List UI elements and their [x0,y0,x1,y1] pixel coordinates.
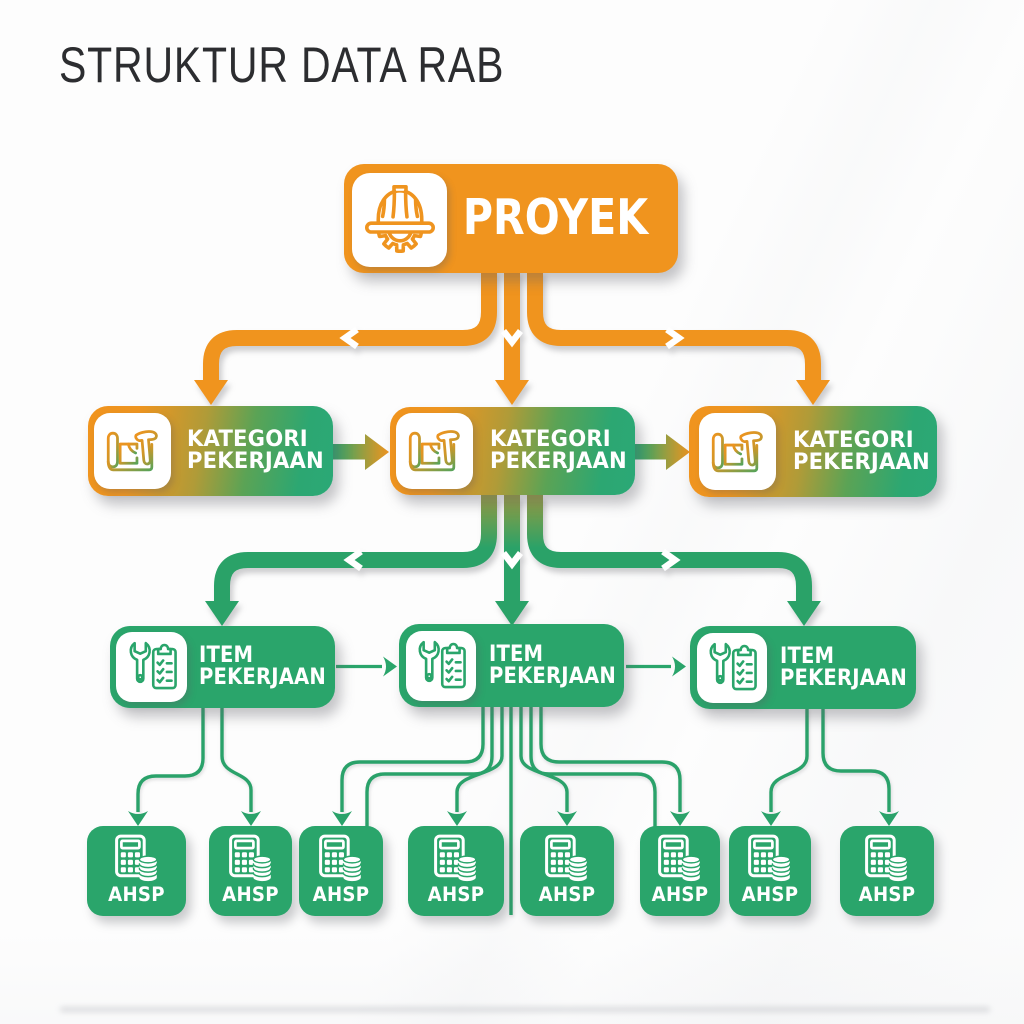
wrench-clipboard-icon [406,631,476,701]
node-ahsp-3[interactable]: AHSP [299,826,383,916]
node-ahsp-4[interactable]: AHSP [408,826,504,916]
helmet-gear-icon [352,173,447,267]
node-proyek[interactable]: PROYEK [344,164,678,273]
connector-kategori2-to-kategori3 [635,434,690,470]
node-kategori-2-line1: KATEGORI [490,427,611,452]
calculator-coins-icon [740,833,800,890]
calculator-coins-icon [221,833,281,890]
node-ahsp-6[interactable]: AHSP [640,826,720,916]
connector-ahsp-arrowheads [128,811,899,826]
node-ahsp-1[interactable]: AHSP [87,826,186,916]
node-kategori-1-line1: KATEGORI [187,427,308,452]
calculator-coins-icon [537,833,597,890]
node-item-3-line1: ITEM [780,643,835,669]
node-ahsp-5[interactable]: AHSP [520,826,614,916]
calculator-coins-icon [857,833,917,890]
node-item-1-line1: ITEM [199,643,254,668]
wrench-clipboard-icon [116,632,187,702]
connector-kategori-to-item [205,495,821,626]
node-ahsp-1-label: AHSP [108,883,165,906]
connector-item1-to-item2 [336,656,397,677]
node-ahsp-4-label: AHSP [427,883,485,906]
node-item-3-line2: PEKERJAAN [780,665,907,691]
blueprint-hammer-icon [396,413,473,489]
calculator-coins-icon [311,833,371,890]
node-kategori-1-line2: PEKERJAAN [187,449,324,474]
node-ahsp-5-label: AHSP [538,883,596,906]
node-item-1-line2: PEKERJAAN [199,665,326,690]
node-kategori-3-line1: KATEGORI [793,427,914,453]
node-ahsp-8[interactable]: AHSP [840,826,934,916]
wrench-clipboard-icon [697,633,767,703]
connector-kategori1-to-kategori2 [333,434,389,470]
page-title: STRUKTUR DATA RAB [59,37,505,93]
node-ahsp-3-label: AHSP [312,883,370,906]
connector-item-to-ahsp [136,706,891,915]
calculator-coins-icon [426,833,486,890]
node-ahsp-2[interactable]: AHSP [209,826,292,916]
node-ahsp-6-label: AHSP [651,883,709,906]
node-ahsp-8-label: AHSP [858,883,916,906]
node-kategori-2-line2: PEKERJAAN [490,449,627,474]
blueprint-hammer-icon [699,413,776,490]
calculator-coins-icon [107,833,167,890]
node-item-2-line2: PEKERJAAN [489,663,616,689]
node-ahsp-7-label: AHSP [741,883,799,906]
connector-proyek-to-kategori [194,270,830,405]
node-item-2-line1: ITEM [489,641,544,667]
calculator-coins-icon [650,833,710,890]
node-ahsp-7[interactable]: AHSP [729,826,811,916]
connector-item2-to-item3 [626,656,686,677]
bottom-smudge [60,1007,990,1012]
blueprint-hammer-icon [94,413,171,489]
node-proyek-label: PROYEK [462,188,649,246]
node-ahsp-2-label: AHSP [222,883,279,906]
node-kategori-3-line2: PEKERJAAN [793,449,930,475]
